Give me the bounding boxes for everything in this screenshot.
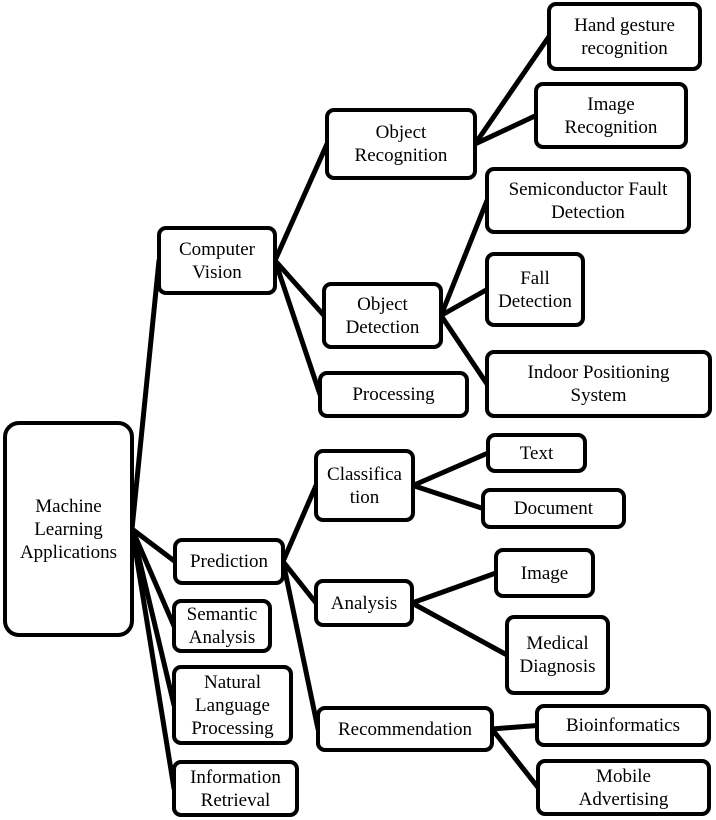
- node-object-detection: Object Detection: [322, 282, 443, 349]
- node-mobile-advertising: Mobile Advertising: [536, 759, 711, 816]
- edge-object_detection-to-indoor_positioning: [438, 313, 490, 387]
- node-image-recognition: Image Recognition: [534, 82, 688, 149]
- node-bioinformatics: Bioinformatics: [535, 704, 711, 747]
- node-recommendation: Recommendation: [316, 706, 494, 752]
- edge-recommendation-to-mobile_advertising: [489, 726, 541, 790]
- edge-analysis-to-medical_diagnosis: [409, 600, 510, 658]
- edge-computer_vision-to-processing: [272, 258, 323, 397]
- node-information-retrieval: Information Retrieval: [172, 760, 299, 817]
- node-semantic-analysis: Semantic Analysis: [172, 599, 272, 653]
- node-document: Document: [481, 488, 626, 529]
- node-processing: Processing: [318, 371, 469, 418]
- edge-object_recognition-to-hand_gesture: [472, 34, 552, 147]
- edge-recommendation-to-bioinformatics: [489, 723, 540, 732]
- node-classification: Classifica tion: [314, 449, 415, 522]
- node-machine-learning-applications: Machine Learning Applications: [3, 421, 134, 637]
- edge-root-to-semantic_analysis: [129, 526, 177, 629]
- edge-analysis-to-image: [409, 570, 499, 606]
- node-semiconductor-fault-detection: Semiconductor Fault Detection: [485, 167, 691, 234]
- node-hand-gesture-recognition: Hand gesture recognition: [547, 2, 702, 71]
- node-object-recognition: Object Recognition: [325, 108, 477, 180]
- edge-object_detection-to-semiconductor: [438, 198, 490, 318]
- edge-prediction-to-classification: [280, 483, 319, 564]
- edge-object_recognition-to-image_recognition: [472, 113, 539, 147]
- node-natural-language-processing: Natural Language Processing: [172, 665, 293, 745]
- edge-root-to-prediction: [129, 526, 178, 564]
- node-medical-diagnosis: Medical Diagnosis: [505, 615, 610, 695]
- node-analysis: Analysis: [314, 579, 414, 627]
- node-computer-vision: Computer Vision: [157, 226, 277, 295]
- node-text: Text: [486, 433, 587, 473]
- edge-root-to-information_retrieval: [129, 526, 177, 791]
- edge-prediction-to-analysis: [280, 559, 319, 606]
- edge-object_detection-to-fall_detection: [438, 287, 490, 318]
- edge-classification-to-text: [410, 450, 491, 488]
- node-indoor-positioning-system: Indoor Positioning System: [485, 350, 712, 418]
- node-prediction: Prediction: [173, 538, 285, 585]
- node-fall-detection: Fall Detection: [485, 252, 585, 327]
- edge-classification-to-document: [410, 483, 486, 511]
- edge-computer_vision-to-object_recognition: [272, 141, 330, 263]
- edge-prediction-to-recommendation: [280, 559, 321, 732]
- node-image: Image: [494, 548, 595, 598]
- edge-computer_vision-to-object_detection: [272, 258, 327, 318]
- edge-root-to-computer_vision: [129, 258, 162, 532]
